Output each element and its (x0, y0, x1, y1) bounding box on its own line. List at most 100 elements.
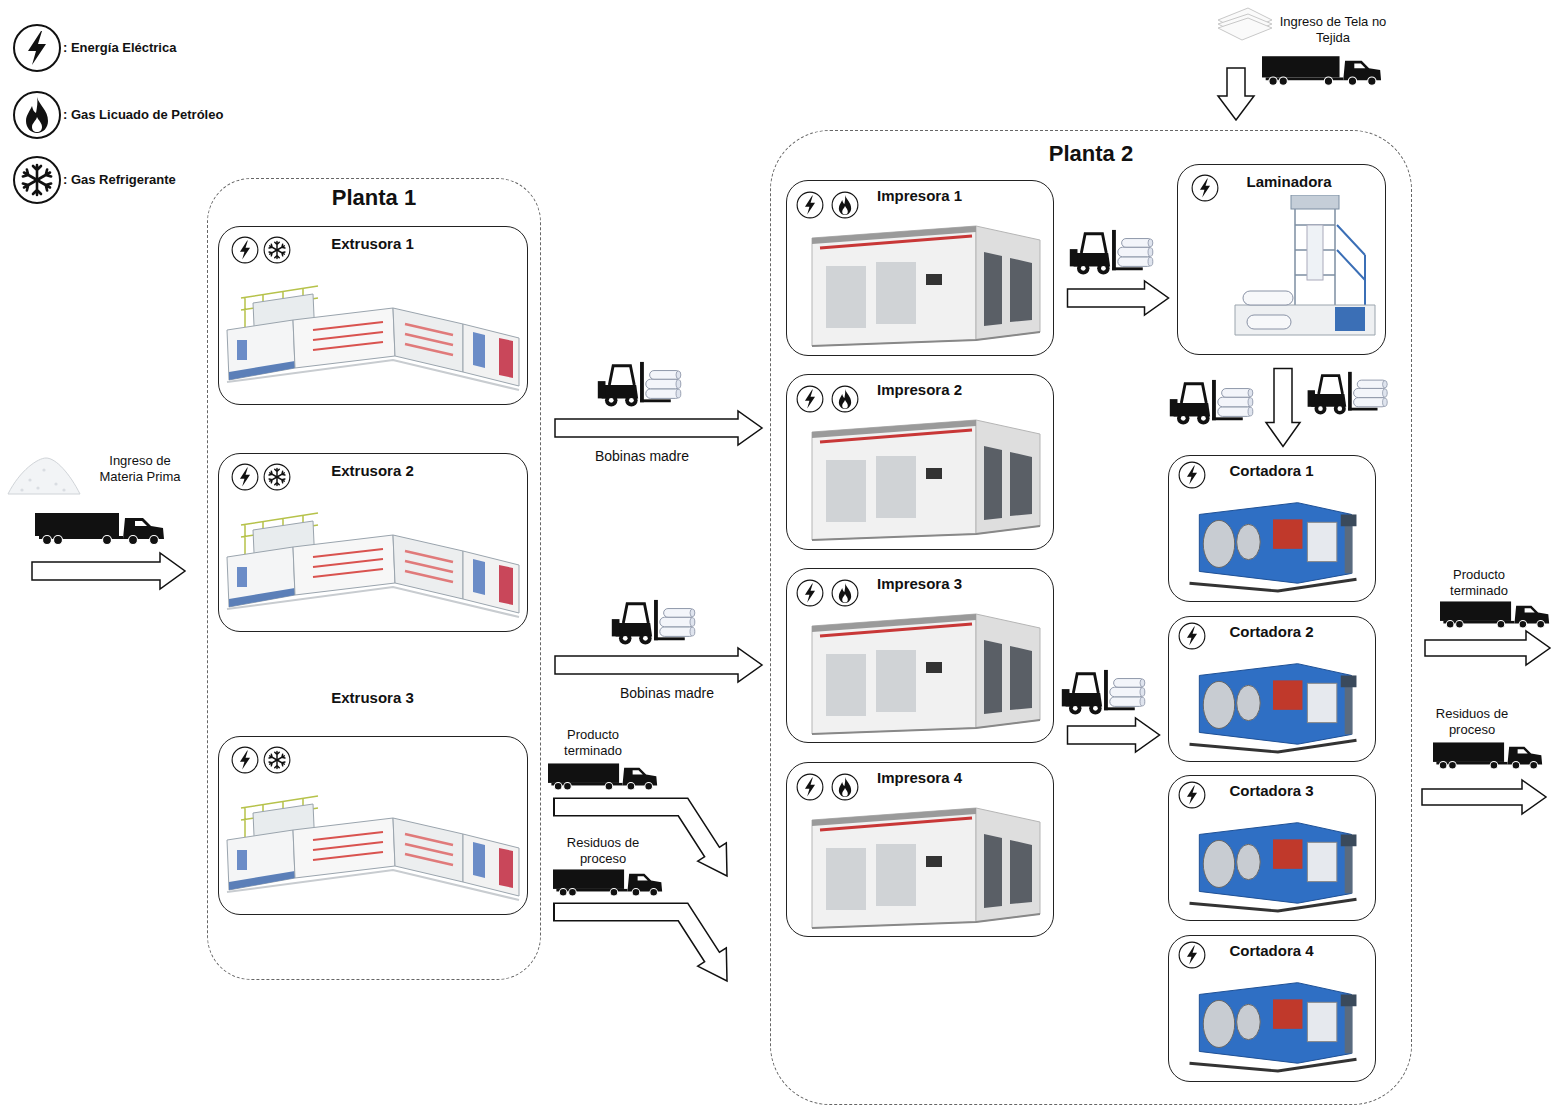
raw-material-pile (8, 458, 80, 494)
illustration-part (20, 488, 23, 491)
node-heading: Cortadora 1 (1229, 462, 1313, 480)
electricity-icon (14, 25, 60, 71)
node-heading: Impresora 3 (877, 575, 962, 593)
label-holder: Ingreso de Tela no Tejida (1278, 14, 1388, 46)
forklift-icon (1308, 372, 1388, 415)
flow-label: Producto terminado (1434, 567, 1524, 599)
plant-region: Planta 2Impresora 1Impresora 2Impresora … (770, 130, 1412, 1105)
slitter-illustration (1190, 664, 1357, 752)
edge-label-holder: Bobinas madre (587, 685, 747, 702)
laminator-box: Laminadora (1177, 164, 1386, 355)
illustration-part (555, 912, 713, 959)
refrigerant-icon (264, 237, 290, 263)
flow-label: Producto terminado (548, 727, 638, 759)
extruder-illustration (227, 286, 519, 390)
legend-row: : Energía Eléctrica (63, 39, 176, 57)
node-heading: Extrusora 3 (331, 689, 414, 707)
node-heading: Impresora 2 (877, 381, 962, 399)
electricity-icon (1179, 942, 1205, 968)
node-heading: Cortadora 2 (1229, 623, 1313, 641)
forklift-icon (1070, 230, 1153, 275)
extruder-illustration (227, 513, 519, 617)
flow-arrow (1068, 281, 1169, 315)
electricity-icon (1179, 782, 1205, 808)
legend-text: : Gas Refrigerante (63, 171, 176, 189)
illustration-part (36, 486, 39, 489)
extruder-box: Extrusora 2 (218, 453, 528, 632)
slitter-illustration (1190, 823, 1357, 911)
flow-label: Ingreso de Tela no Tejida (1278, 14, 1388, 46)
laminator-illustration (1235, 195, 1375, 335)
nonwoven-fabric (1218, 8, 1272, 40)
label-holder: Residuos de proceso (1427, 706, 1517, 738)
node-heading: Extrusora 2 (331, 462, 414, 480)
slitter-box: Cortadora 4 (1168, 935, 1376, 1082)
legend-row: : Gas Refrigerante (63, 171, 176, 189)
slitter-box: Cortadora 2 (1168, 616, 1376, 762)
label-holder: Ingreso de Materia Prima (90, 453, 190, 485)
extruder-box: Extrusora 3 (218, 688, 528, 915)
legend-text: : Gas Licuado de Petróleo (63, 106, 223, 124)
node-heading: Planta 1 (332, 185, 416, 211)
node-heading: Laminadora (1246, 173, 1331, 191)
edge-label: Bobinas madre (562, 448, 722, 465)
lpg-icon (832, 580, 858, 606)
output-arrow (553, 912, 727, 981)
extruder-box: Extrusora 1 (218, 226, 528, 405)
node-heading: Cortadora 3 (1229, 782, 1313, 800)
slitter-illustration (1190, 983, 1357, 1071)
label-holder: Producto terminado (548, 727, 638, 759)
electricity-icon (1179, 462, 1205, 488)
slitter-illustration (1190, 503, 1357, 591)
flow-label: Residuos de proceso (558, 835, 648, 867)
electricity-icon (232, 747, 258, 773)
lpg-icon (14, 92, 60, 138)
output-arrow (1425, 631, 1550, 665)
illustration-part (62, 488, 65, 491)
flow-arrow (1266, 369, 1300, 447)
illustration-part (54, 482, 57, 485)
slitter-box: Cortadora 3 (1168, 775, 1376, 921)
forklift-icon (1062, 670, 1145, 715)
node-heading: Impresora 4 (877, 769, 962, 787)
flow-arrow (555, 411, 762, 445)
printer-illustration (812, 420, 1040, 540)
illustration-part (28, 478, 31, 481)
node-heading: Cortadora 4 (1229, 942, 1313, 960)
truck-icon (1262, 56, 1381, 85)
input-arrow (32, 553, 185, 589)
printer-box: Impresora 2 (786, 374, 1054, 550)
legend-text: : Energía Eléctrica (63, 39, 176, 57)
flow-arrow (555, 648, 762, 682)
edge-label-holder: Bobinas madre (562, 448, 722, 465)
illustration-part (20, 468, 65, 491)
forklift-icon (1170, 380, 1253, 425)
truck-icon (548, 763, 657, 790)
flow-label: Residuos de proceso (1427, 706, 1517, 738)
truck-icon (553, 869, 662, 896)
output-arrow (553, 807, 727, 876)
plant-region: Planta 1 Extrusora 1 Extrusora 2 Extrusora … (207, 178, 541, 980)
lpg-icon (832, 192, 858, 218)
label-holder: Residuos de proceso (558, 835, 648, 867)
electricity-icon (232, 237, 258, 263)
lpg-icon (832, 386, 858, 412)
slitter-box: Cortadora 1 (1168, 455, 1376, 602)
output-arrow (1422, 780, 1546, 814)
truck-icon (1440, 601, 1549, 628)
electricity-icon (797, 386, 823, 412)
printer-illustration (812, 226, 1040, 346)
printer-illustration (812, 614, 1040, 734)
electricity-icon (797, 192, 823, 218)
electricity-icon (232, 464, 258, 490)
electricity-icon (1192, 175, 1218, 201)
refrigerant-icon (264, 464, 290, 490)
printer-box: Impresora 4 (786, 762, 1054, 937)
refrigerant-icon (14, 157, 60, 203)
electricity-icon (797, 774, 823, 800)
legend-row: : Gas Licuado de Petróleo (63, 106, 223, 124)
node-heading: Extrusora 1 (331, 235, 414, 253)
electricity-icon (1179, 623, 1205, 649)
